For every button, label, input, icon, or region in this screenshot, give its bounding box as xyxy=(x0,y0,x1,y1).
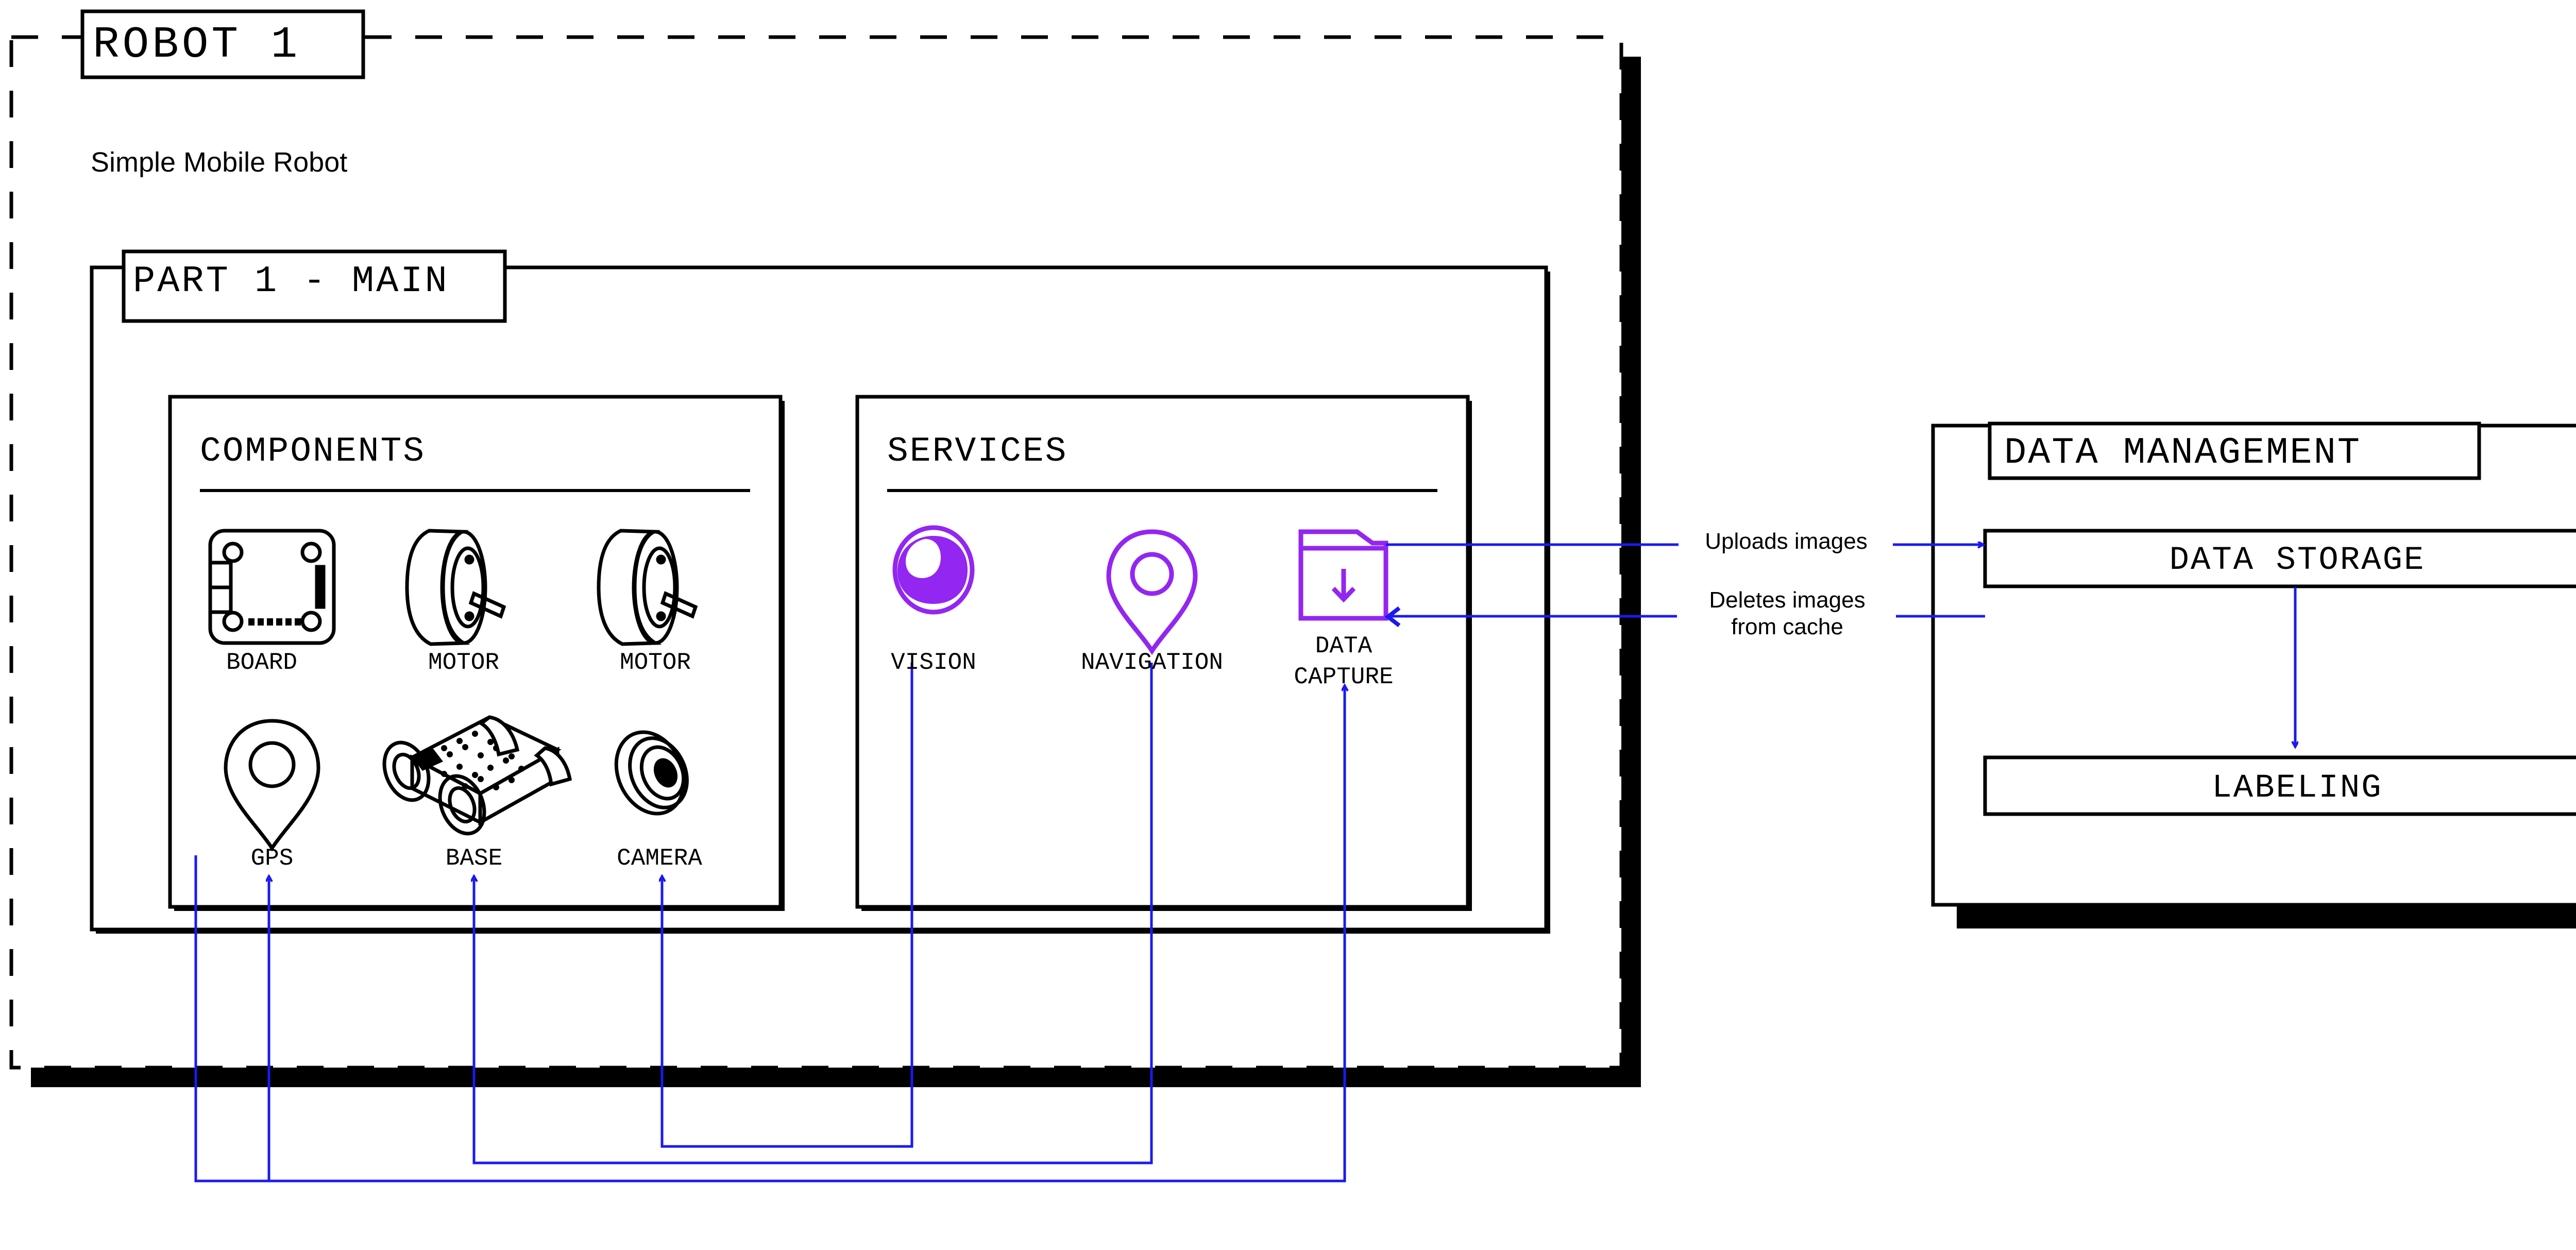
component-label-motor-2: MOTOR xyxy=(619,649,691,676)
circuit-board-icon xyxy=(208,529,336,645)
deletes-images-label-line1: Deletes images xyxy=(1709,587,1866,613)
robot-title-box xyxy=(80,9,365,79)
component-label-camera: CAMERA xyxy=(617,845,702,872)
data-management-title-box xyxy=(1988,421,2481,480)
component-label-gps: GPS xyxy=(250,845,294,872)
data-storage-box xyxy=(1983,529,2576,588)
services-panel-frame xyxy=(855,395,1472,911)
data-storage-label: DATA STORAGE xyxy=(2169,542,2426,579)
service-label-datacapture-line2: CAPTURE xyxy=(1294,664,1394,690)
motor-icon xyxy=(405,529,506,646)
services-heading: SERVICES xyxy=(887,432,1068,471)
vision-camera-link xyxy=(662,663,913,1148)
motor-icon xyxy=(597,529,698,646)
components-heading: COMPONENTS xyxy=(200,432,426,471)
robot-base-icon xyxy=(382,715,572,836)
page-title: ROBOT 1 xyxy=(93,20,301,70)
map-pin-icon xyxy=(224,719,320,852)
component-label-base: BASE xyxy=(445,845,503,872)
service-label-navigation: NAVIGATION xyxy=(1080,649,1224,676)
deletes-images-label-line2: from cache xyxy=(1731,614,1843,639)
part-main-title-box xyxy=(122,249,507,323)
component-label-motor-1: MOTOR xyxy=(428,649,500,676)
map-pin-icon xyxy=(1106,529,1198,655)
data-management-title: DATA MANAGEMENT xyxy=(2004,432,2362,474)
labeling-label: LABELING xyxy=(2212,770,2383,807)
camera-lens-icon xyxy=(614,730,689,816)
service-label-vision: VISION xyxy=(891,649,976,676)
deletes-images-connector xyxy=(1384,606,1985,628)
service-label-datacapture-line1: DATA xyxy=(1315,633,1372,660)
data-management-panel xyxy=(1931,424,2576,928)
eye-icon xyxy=(892,525,975,615)
navigation-base-link xyxy=(474,663,1153,1164)
folder-download-icon xyxy=(1298,529,1388,621)
component-label-board: BOARD xyxy=(226,649,298,676)
robot-subtitle: Simple Mobile Robot xyxy=(91,147,348,178)
datacapture-gps-link xyxy=(194,685,1345,1183)
labeling-box xyxy=(1983,755,2576,816)
uploads-images-label: Uploads images xyxy=(1705,529,1868,554)
part-main-title: PART 1 - MAIN xyxy=(133,260,449,302)
